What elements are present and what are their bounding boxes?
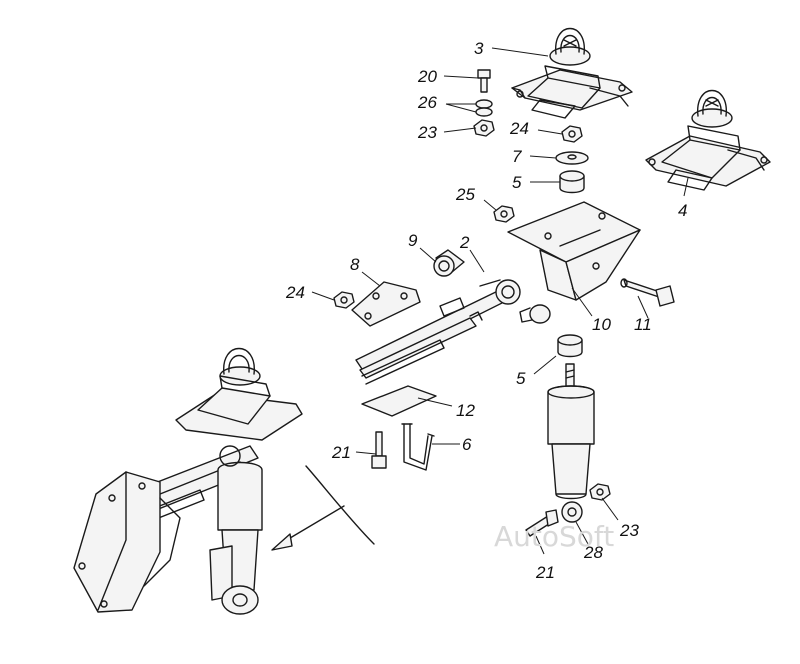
callout-21-bottom: 21: [535, 563, 555, 582]
part-9-bushing: [433, 249, 465, 277]
shock-absorber: [547, 363, 595, 523]
part-21-bolt-bottom: [525, 509, 559, 537]
callout-23-top: 23: [417, 123, 437, 142]
callout-10: 10: [592, 315, 611, 334]
part-6-u-bolt: [401, 423, 435, 471]
part-25-nut: [493, 205, 515, 223]
part-24-nut-left: [333, 291, 355, 309]
part-20-bolt: [477, 69, 491, 93]
part-11-bolt: [620, 278, 675, 307]
part-26-washers: [475, 99, 493, 117]
assembled-suspension: [73, 348, 303, 615]
part-10-mounting-bracket: [507, 201, 641, 301]
callout-6: 6: [462, 435, 472, 454]
part-5-bushing-mid: [557, 334, 583, 358]
leader-lines: [311, 47, 689, 555]
part-12-pad: [361, 385, 437, 417]
part-8-plate: [351, 281, 421, 327]
callout-12: 12: [456, 401, 475, 420]
callout-24-left: 24: [285, 283, 305, 302]
callout-21-left: 21: [331, 443, 351, 462]
part-4-lifting-bracket: [645, 90, 771, 191]
callout-24-top: 24: [509, 119, 529, 138]
part-7-washer: [555, 151, 589, 165]
bushing-mid: [519, 304, 551, 324]
callout-26: 26: [417, 93, 437, 112]
callout-2: 2: [459, 233, 470, 252]
callout-5-mid: 5: [516, 369, 526, 388]
callout-25: 25: [455, 185, 475, 204]
callout-3: 3: [474, 39, 484, 58]
callout-11: 11: [634, 315, 652, 334]
callout-28: 28: [583, 543, 603, 562]
direction-arrow: [271, 465, 375, 551]
callout-20: 20: [417, 67, 437, 86]
callout-7: 7: [512, 147, 522, 166]
callout-5-top: 5: [512, 173, 522, 192]
part-24-nut-top: [561, 125, 583, 143]
part-5-bushing-top: [559, 170, 585, 194]
callout-4: 4: [678, 201, 687, 220]
part-23-nut-top: [473, 119, 495, 137]
part-3-lifting-bracket: [511, 28, 633, 119]
callout-9: 9: [408, 231, 418, 250]
part-2-leaf-spring: [355, 279, 521, 385]
part-21-bolt-left: [371, 431, 387, 469]
callout-8: 8: [350, 255, 360, 274]
callout-23-bottom: 23: [619, 521, 639, 540]
callout-labels: 3 20 26 23 24 7 5 4 25 9 2 8 24 10 11 5 …: [285, 39, 687, 582]
watermark: AutoSoft: [494, 520, 614, 553]
part-23-nut-bottom: [589, 483, 611, 501]
